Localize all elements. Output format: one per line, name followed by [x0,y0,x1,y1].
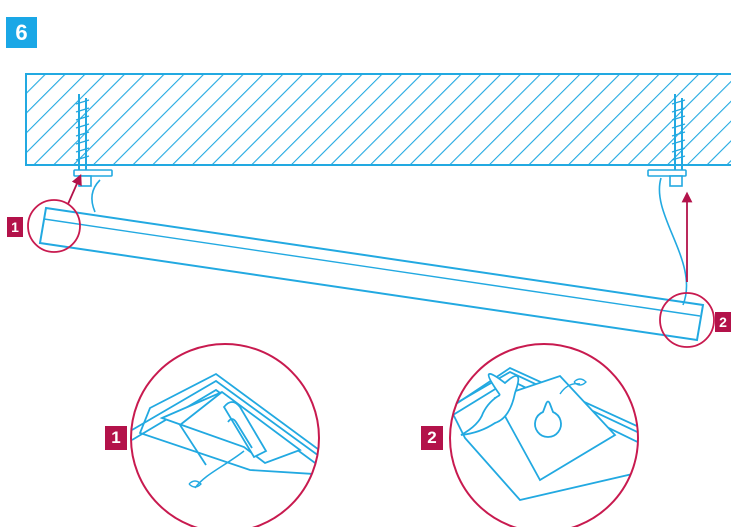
light-bar [38,206,705,342]
detail-label-1: 1 [105,426,127,450]
detail-label-2: 2 [421,426,443,450]
callout-circle-1 [27,199,81,253]
callout-label-1: 1 [7,217,23,237]
callout-circle-2 [659,292,715,348]
detail-view-1 [130,343,320,527]
cable-right [658,177,688,306]
ceiling [25,73,731,166]
detail-view-2 [449,343,639,527]
cable-left [91,179,101,213]
callout-label-2: 2 [715,312,731,332]
step-number-badge: 6 [6,17,37,48]
screw-left [73,94,113,187]
screw-right [647,94,687,187]
arrow-left [67,174,82,205]
